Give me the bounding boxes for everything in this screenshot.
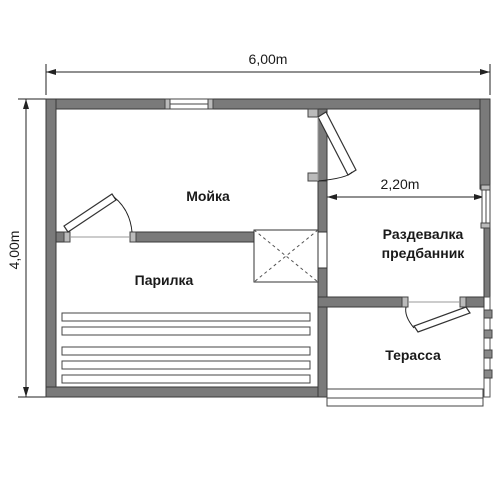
room-label-steam: Парилка bbox=[135, 272, 194, 288]
door-steam bbox=[63, 193, 137, 243]
terrace-steps bbox=[326, 388, 484, 407]
inner-dimension bbox=[327, 194, 484, 200]
door-wash-dressing bbox=[307, 108, 357, 182]
terrace-railing bbox=[483, 309, 493, 379]
window-right bbox=[480, 184, 491, 229]
window-top bbox=[164, 98, 214, 110]
room-label-dressing-1: Раздевалка bbox=[383, 226, 464, 242]
room-label-terrace: Терасса bbox=[385, 347, 441, 363]
stove bbox=[253, 229, 328, 283]
width-dimension bbox=[45, 64, 491, 95]
inner-dimension-label: 2,20m bbox=[381, 176, 420, 192]
room-label-wash: Мойка bbox=[186, 188, 230, 204]
height-dimension bbox=[18, 98, 46, 398]
steam-benches bbox=[61, 312, 311, 384]
room-label-dressing-2: предбанник bbox=[382, 245, 466, 261]
door-terrace bbox=[401, 296, 471, 333]
width-label: 6,00m bbox=[249, 51, 288, 67]
height-label: 4,00m bbox=[6, 231, 22, 270]
